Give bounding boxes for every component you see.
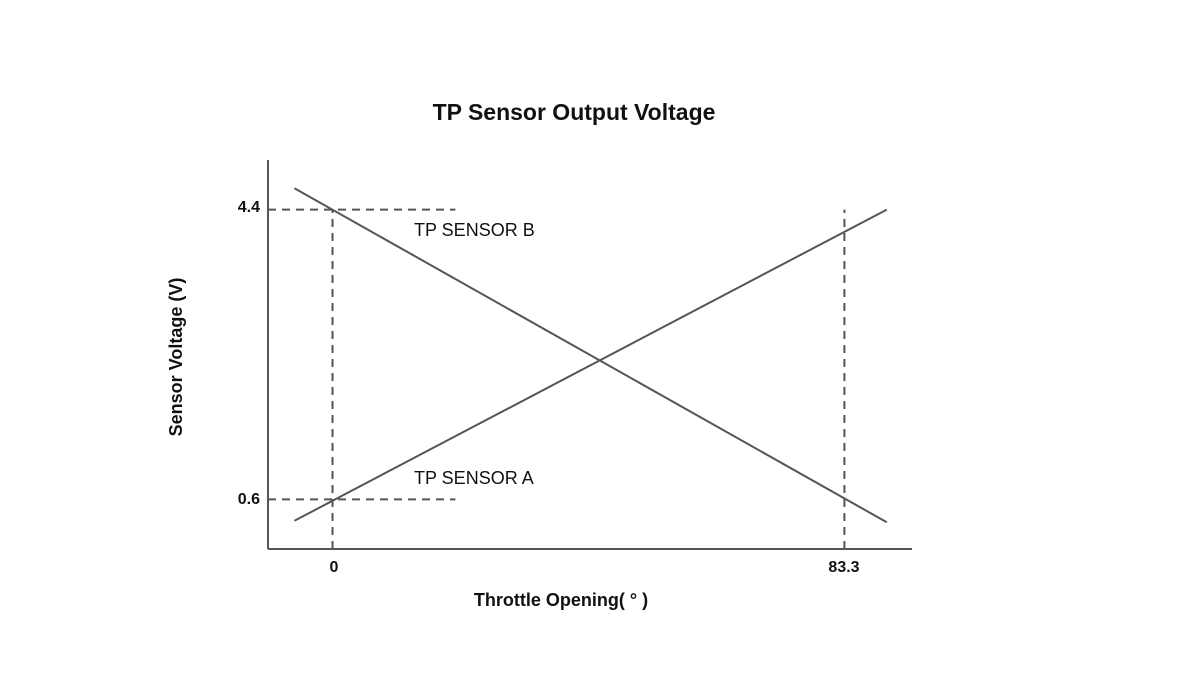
reference-lines [268,208,846,549]
x-axis-label: Throttle Opening( ° ) [474,590,648,610]
y-tick-label: 0.6 [238,491,260,508]
series-label-tp-sensor-a: TP SENSOR A [414,468,534,488]
tp-sensor-b-line [293,187,888,524]
chart-title: TP Sensor Output Voltage [433,99,716,125]
tp-sensor-a-line [293,208,888,522]
x-tick-label: 0 [330,559,339,576]
y-tick-label: 4.4 [238,199,260,216]
y-axis-label: Sensor Voltage (V) [166,278,186,437]
series-lines [293,187,888,524]
series-label-tp-sensor-b: TP SENSOR B [414,220,535,240]
x-tick-label: 83.3 [828,559,859,576]
